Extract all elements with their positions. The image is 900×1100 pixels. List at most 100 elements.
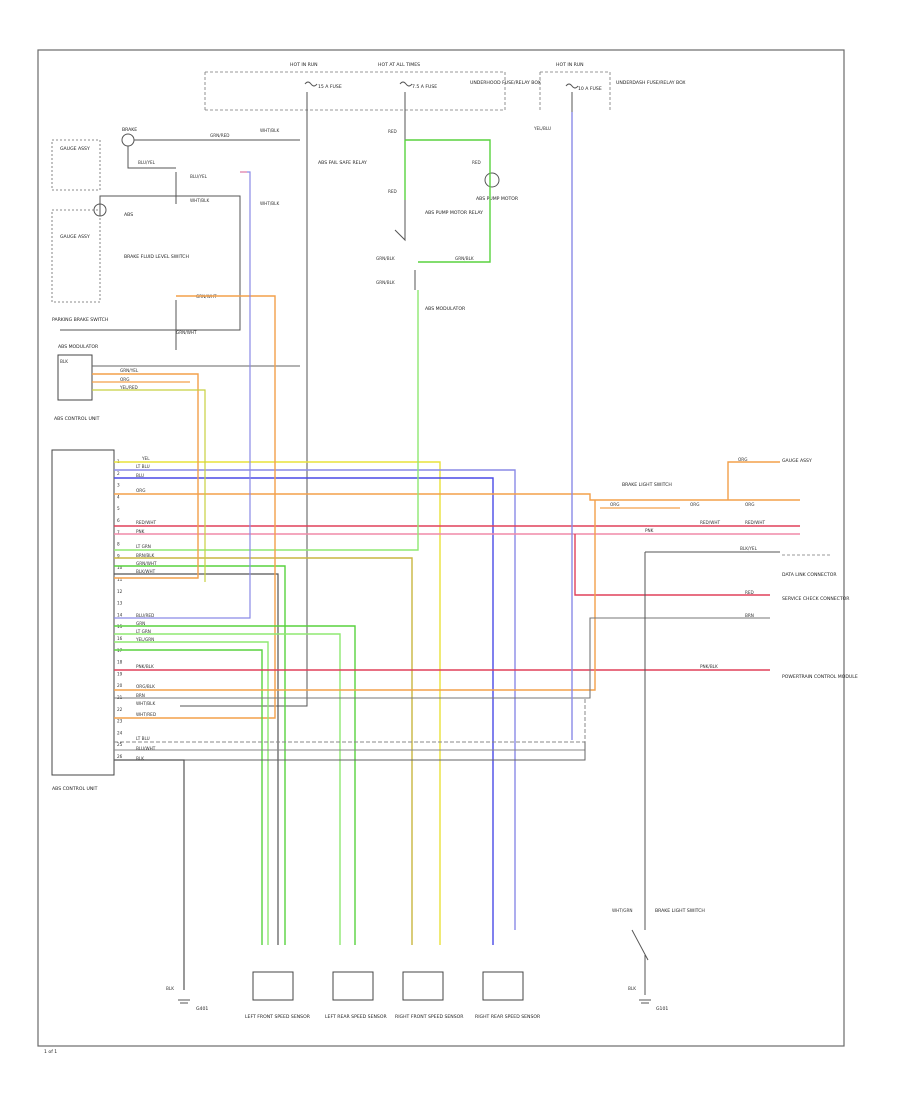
svg-text:BLK: BLK (60, 359, 68, 364)
svg-text:GRN/WHT: GRN/WHT (136, 561, 157, 566)
svg-text:RED/WHT: RED/WHT (700, 520, 720, 525)
svg-text:BRN/BLK: BRN/BLK (136, 553, 155, 558)
wire-lt-blu (114, 469, 516, 930)
svg-text:ORG: ORG (136, 488, 145, 493)
abs-pump-motor-relay-label: ABS PUMP MOTOR RELAY (425, 210, 483, 216)
underdash-fuse-box-label: UNDERDASH FUSE/RELAY BOX (616, 80, 686, 86)
lr-speed-sensor (332, 971, 374, 1001)
svg-text:WHT/BLK: WHT/BLK (190, 198, 209, 203)
pin-number: 10 (117, 565, 123, 570)
svg-text:RED: RED (472, 160, 481, 165)
svg-text:YEL: YEL (141, 456, 150, 461)
svg-text:BLK: BLK (628, 986, 636, 991)
wire-org (114, 493, 800, 501)
ground-right-label: G101 (656, 1006, 668, 1012)
svg-text:RED/WHT: RED/WHT (745, 520, 765, 525)
svg-text:BLU/YEL: BLU/YEL (138, 160, 156, 165)
pin-number: 14 (117, 612, 123, 617)
pin-number: 13 (117, 601, 123, 606)
svg-text:RED: RED (388, 129, 397, 134)
svg-text:BLK/WHT: BLK/WHT (136, 569, 156, 574)
pin-number: 6 (117, 518, 120, 523)
abs-modulator-box (57, 354, 93, 401)
fuse-7-5a-symbol (399, 81, 413, 87)
svg-text:LT BLU: LT BLU (136, 464, 150, 469)
svg-text:RED/WHT: RED/WHT (136, 520, 156, 525)
svg-text:WHT/RED: WHT/RED (136, 712, 156, 717)
svg-text:RED: RED (745, 590, 754, 595)
abs-control-unit-box (51, 449, 115, 776)
svg-text:YEL/BLU: YEL/BLU (533, 126, 551, 131)
service-check-connector-label: SERVICE CHECK CONNECTOR (782, 596, 850, 602)
pin-number: 25 (117, 742, 123, 747)
ground-symbols (178, 999, 651, 1004)
speed-sensors (252, 971, 524, 1001)
wire-yel (114, 461, 441, 945)
wire-brn (114, 557, 413, 945)
abs-pump-motor-label: ABS PUMP MOTOR (476, 196, 519, 202)
diagram-frame (37, 49, 845, 1047)
pin-number: 2 (117, 471, 120, 476)
page-code: 1 of 1 (44, 1049, 57, 1055)
svg-text:ORG: ORG (745, 502, 754, 507)
fuse-15a-symbol (304, 81, 318, 87)
svg-text:RED: RED (388, 189, 397, 194)
fuse-10a-label: 10 A FUSE (578, 86, 602, 92)
svg-text:PNK: PNK (136, 529, 145, 534)
svg-text:ORG: ORG (738, 457, 747, 462)
abs-pump-motor-symbol (484, 172, 500, 188)
wire-blu (114, 477, 494, 945)
fuse-7-5a-label: 7.5 A FUSE (412, 84, 437, 90)
svg-text:ORG: ORG (610, 502, 619, 507)
pin-number: 18 (117, 660, 123, 665)
svg-text:YEL/GRN: YEL/GRN (135, 637, 154, 642)
parking-brake-switch-label: PARKING BRAKE SWITCH (52, 317, 108, 323)
pin-number: 22 (117, 707, 123, 712)
pin-number: 19 (117, 671, 123, 676)
abs-modulator-label: ABS MODULATOR (425, 306, 466, 312)
svg-text:WHT/BLK: WHT/BLK (260, 128, 279, 133)
lf-speed-sensor (252, 971, 294, 1001)
svg-text:BLU/WHT: BLU/WHT (136, 746, 156, 751)
hot-in-run-label-2: HOT IN RUN (556, 62, 584, 68)
pin-number: 3 (117, 483, 120, 488)
wire-grn (405, 139, 491, 263)
pin-number: 24 (117, 730, 123, 735)
svg-text:GRN/BLK: GRN/BLK (376, 256, 395, 261)
svg-text:GRN/RED: GRN/RED (210, 133, 229, 138)
gauge-assembly-label: GAUGE ASSY (60, 146, 90, 152)
pin-number: 26 (117, 754, 123, 759)
svg-text:PNK/BLK: PNK/BLK (136, 664, 154, 669)
svg-text:BLU/RED: BLU/RED (136, 613, 154, 618)
pin-number: 7 (117, 530, 120, 535)
rf-sensor-label: RIGHT FRONT SPEED SENSOR (395, 1014, 464, 1020)
svg-text:GRN: GRN (136, 621, 145, 626)
svg-text:GRN/YEL: GRN/YEL (120, 368, 139, 373)
pin-number: 12 (117, 589, 123, 594)
svg-text:ORG: ORG (120, 377, 129, 382)
svg-text:BLU/YEL: BLU/YEL (190, 174, 208, 179)
fuse-15a-label: 15 A FUSE (318, 84, 342, 90)
pin-number: 11 (117, 577, 123, 582)
svg-text:BLK: BLK (136, 756, 144, 761)
svg-text:WHT/GRN: WHT/GRN (612, 908, 633, 913)
pin-number: 5 (117, 506, 120, 511)
pcm-label: POWERTRAIN CONTROL MODULE (782, 674, 858, 680)
abs-control-unit-label: ABS CONTROL UNIT (52, 786, 98, 792)
svg-text:ORG/BLK: ORG/BLK (136, 684, 155, 689)
svg-text:BLU: BLU (136, 473, 144, 478)
gauge-assembly-label-2: GAUGE ASSY (60, 234, 90, 240)
rf-speed-sensor (402, 971, 444, 1001)
underhood-fuse-box-label: UNDERHOOD FUSE/RELAY BOX (470, 80, 541, 86)
abs-fail-safe-relay-label: ABS FAIL SAFE RELAY (318, 160, 367, 166)
svg-text:PNK: PNK (645, 528, 654, 533)
pin-number: 20 (117, 683, 123, 688)
hot-in-run-label: HOT IN RUN (290, 62, 318, 68)
hot-at-all-times-label: HOT AT ALL TIMES (378, 62, 420, 68)
svg-text:GRN/BLK: GRN/BLK (376, 280, 395, 285)
data-link-connector-label: DATA LINK CONNECTOR (782, 572, 837, 578)
wire-harness (92, 112, 800, 995)
brake-light-switch-label-top: BRAKE LIGHT SWITCH (622, 482, 672, 488)
svg-text:LT GRN: LT GRN (136, 544, 151, 549)
